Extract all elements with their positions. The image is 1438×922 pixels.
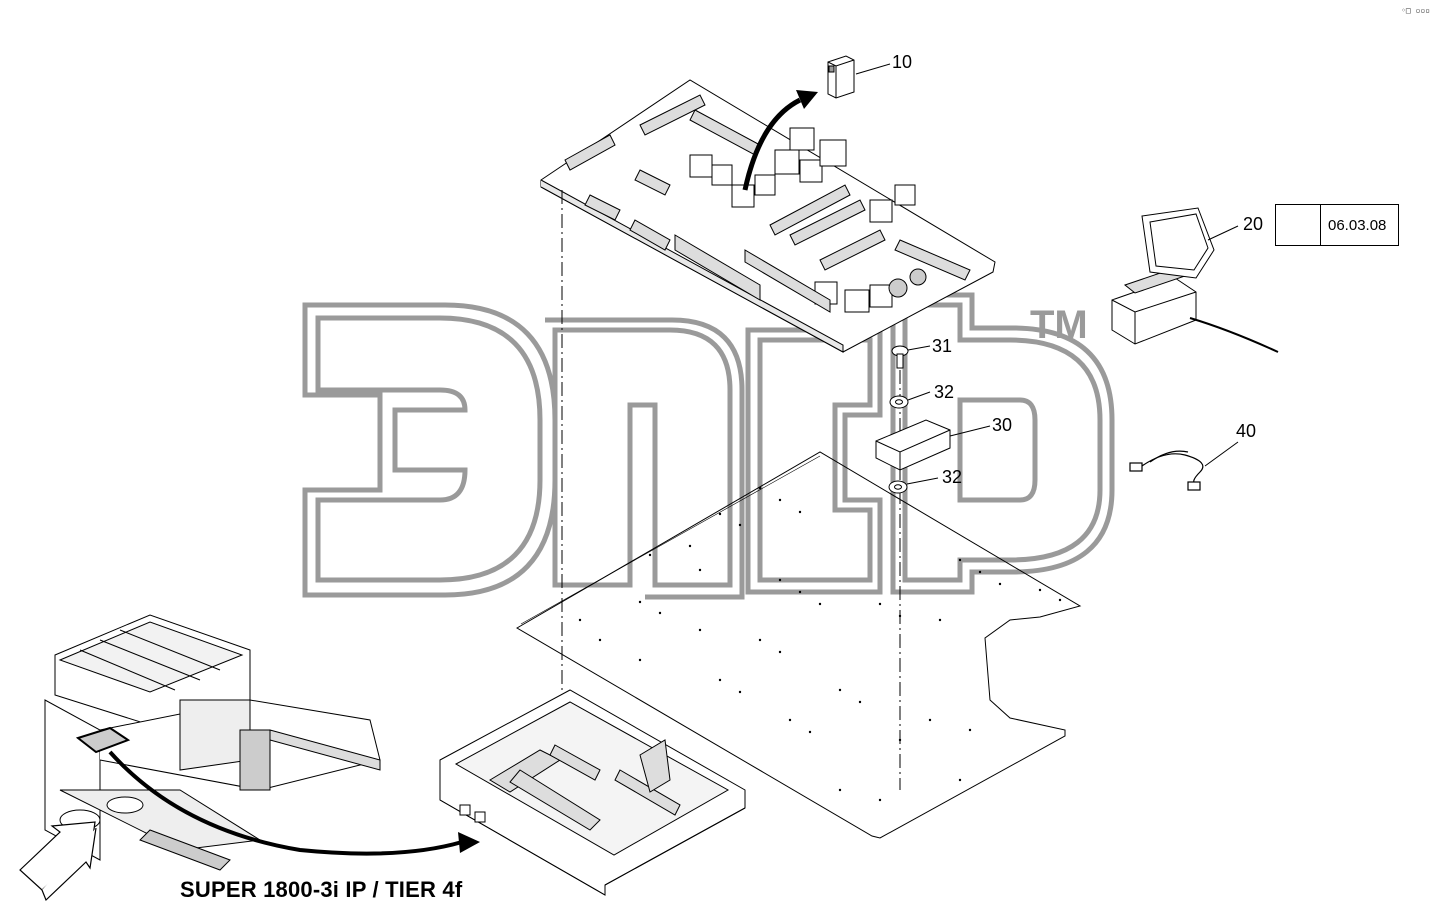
assembly-axis-lines	[561, 190, 901, 790]
leader-10	[855, 63, 891, 75]
callout-30: 30	[992, 415, 1013, 435]
leader-32-lower	[906, 477, 939, 485]
paver-machine	[44, 614, 381, 871]
leader-32-upper	[907, 391, 931, 401]
washer-32-upper	[889, 395, 909, 409]
reference-eye-cell	[1276, 205, 1321, 245]
connector-20	[1111, 207, 1279, 353]
callout-40: 40	[1236, 421, 1257, 441]
leader-31	[907, 345, 931, 351]
callout-31: 31	[932, 336, 953, 356]
locator-arrow	[108, 750, 480, 856]
callout-32-lower: 32	[942, 467, 963, 487]
watermark-tm: TM	[1030, 303, 1088, 347]
screw-31	[891, 345, 909, 369]
corner-code: ◦□ ▫▫▫	[1401, 6, 1430, 15]
callout-10: 10	[892, 52, 913, 72]
circuit-board	[540, 79, 996, 353]
reference-box: 06.03.08	[1275, 204, 1399, 246]
callout-20: 20	[1243, 214, 1264, 234]
leader-30	[949, 425, 991, 437]
leader-40	[1204, 441, 1239, 467]
relay-part-10	[827, 55, 855, 99]
washer-32-lower	[888, 480, 908, 494]
mounting-plate	[516, 451, 1082, 839]
model-caption: SUPER 1800-3i IP / TIER 4f	[180, 877, 463, 902]
callout-32-upper: 32	[934, 382, 955, 402]
plate-holes	[578, 486, 1062, 802]
module-30	[875, 419, 951, 471]
view-direction-arrow	[19, 821, 97, 902]
watermark-logo	[302, 292, 1115, 600]
leader-20	[1207, 225, 1239, 241]
reference-code: 06.03.08	[1328, 217, 1387, 234]
removal-arrow	[742, 90, 818, 191]
cable-40	[1129, 450, 1204, 491]
electrical-box	[439, 689, 746, 896]
